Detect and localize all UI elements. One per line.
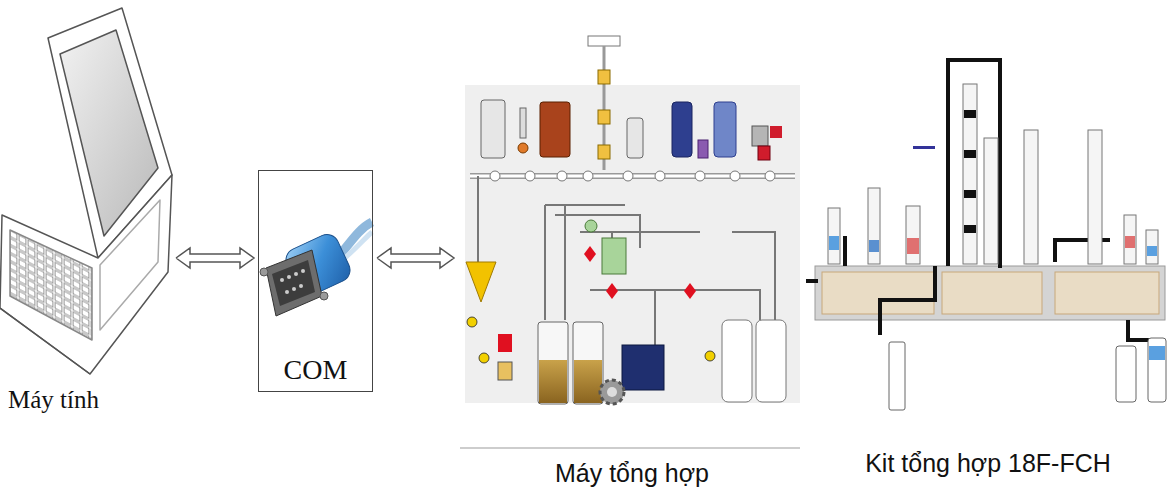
kit-node: Kit tổng hợp 18F-FCH: [810, 40, 1166, 495]
kit-drawing: [806, 60, 1166, 410]
double-arrow: [176, 248, 254, 268]
synthesizer-node: Máy tổng hợp: [458, 28, 806, 498]
serial-cable: [260, 222, 372, 316]
com-port-box: COM: [258, 170, 373, 392]
computer-node: Máy tính: [0, 0, 172, 430]
double-arrow: [377, 248, 454, 268]
node-label: Máy tổng hợp: [458, 458, 806, 488]
laptop-icon: [0, 8, 172, 374]
node-label: Máy tính: [8, 385, 99, 415]
node-label: Kit tổng hợp 18F-FCH: [810, 448, 1166, 478]
synthesizer-schematic: [460, 36, 800, 448]
node-label: COM: [259, 353, 372, 387]
